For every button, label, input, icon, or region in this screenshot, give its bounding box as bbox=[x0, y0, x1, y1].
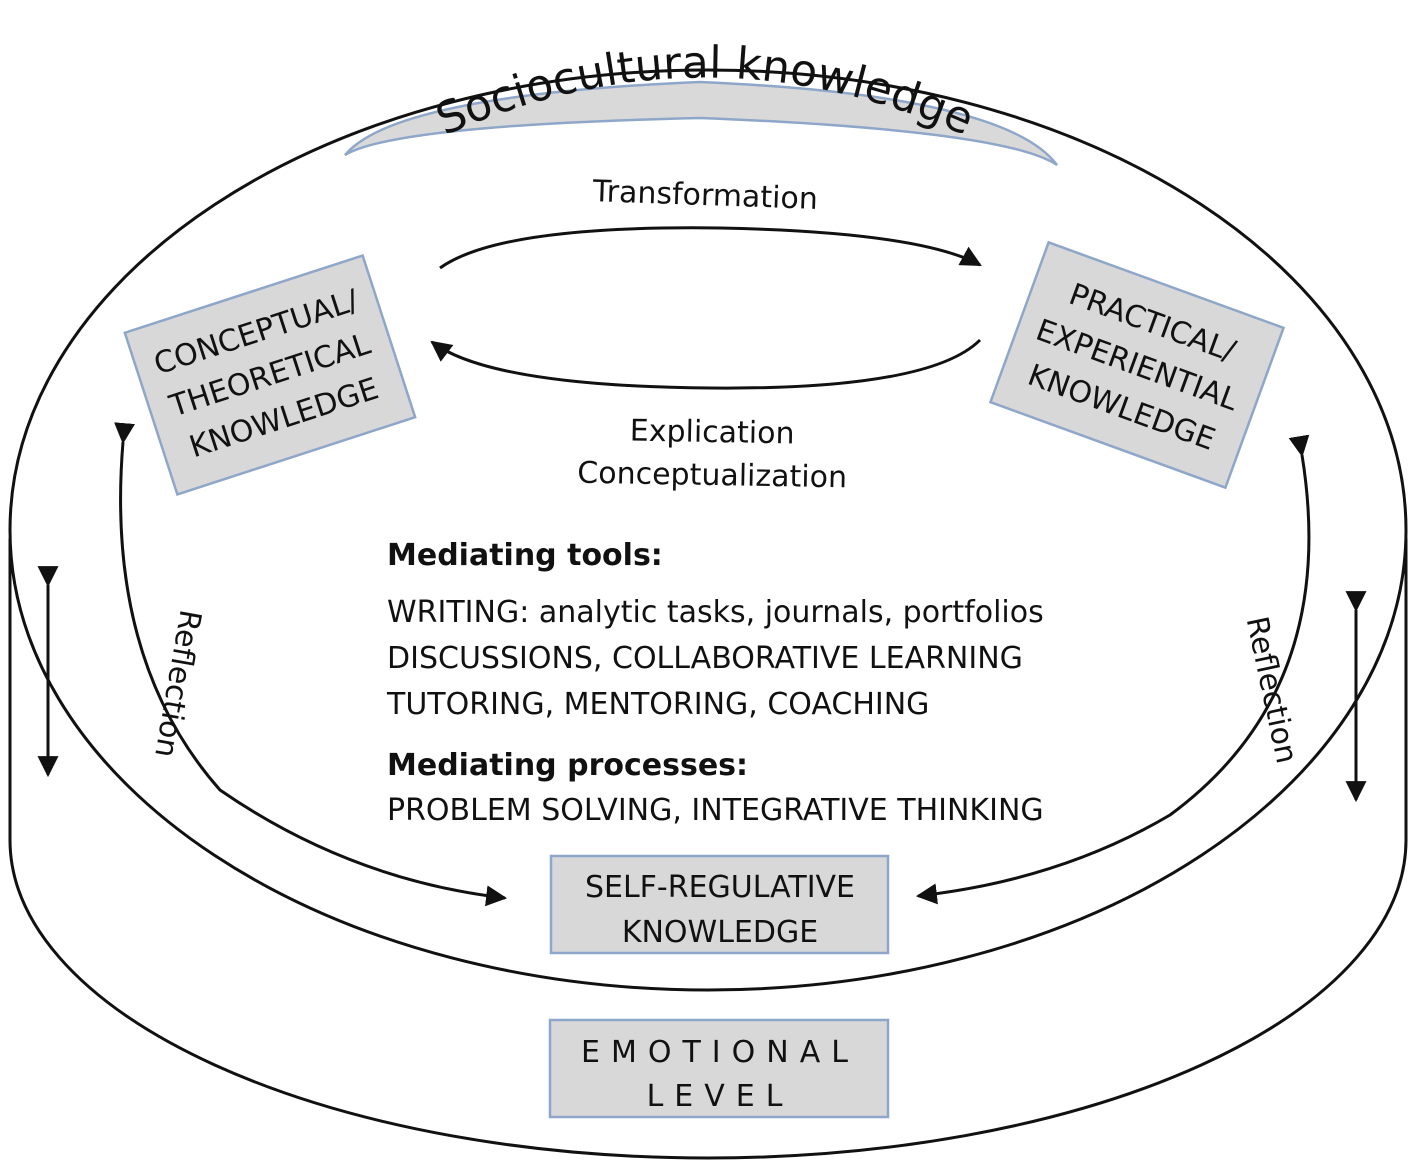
emotional-line-2: LEVEL bbox=[647, 1079, 794, 1114]
mediating-tool-1: WRITING: analytic tasks, journals, portf… bbox=[387, 595, 1044, 630]
conceptualization-label: Conceptualization bbox=[577, 456, 847, 496]
mediating-processes-heading: Mediating processes: bbox=[387, 748, 748, 783]
mediating-tool-3: TUTORING, MENTORING, COACHING bbox=[386, 687, 929, 722]
emotional-line-1: EMOTIONAL bbox=[581, 1035, 859, 1070]
emotional-level-box: EMOTIONAL LEVEL bbox=[548, 1018, 890, 1119]
mediating-tool-2: DISCUSSIONS, COLLABORATIVE LEARNING bbox=[387, 641, 1023, 676]
explication-arrow bbox=[430, 338, 982, 390]
transformation-label: Transformation bbox=[591, 174, 818, 217]
transformation-arrow bbox=[439, 226, 982, 270]
mediating-processes-text: PROBLEM SOLVING, INTEGRATIVE THINKING bbox=[387, 793, 1044, 828]
explication-label: Explication bbox=[629, 414, 794, 452]
self-regulative-knowledge-box: SELF-REGULATIVE KNOWLEDGE bbox=[549, 854, 890, 955]
banner-shape bbox=[344, 80, 1059, 167]
left-reflection-arrow bbox=[114, 422, 508, 907]
self-regulative-line-2: KNOWLEDGE bbox=[622, 915, 818, 950]
self-regulative-line-1: SELF-REGULATIVE bbox=[585, 870, 855, 905]
right-reflection-arrow bbox=[915, 434, 1311, 905]
mediating-tools-heading: Mediating tools: bbox=[387, 538, 663, 573]
practical-knowledge-box: PRACTICAL/ EXPERIENTIAL KNOWLEDGE bbox=[988, 240, 1286, 490]
